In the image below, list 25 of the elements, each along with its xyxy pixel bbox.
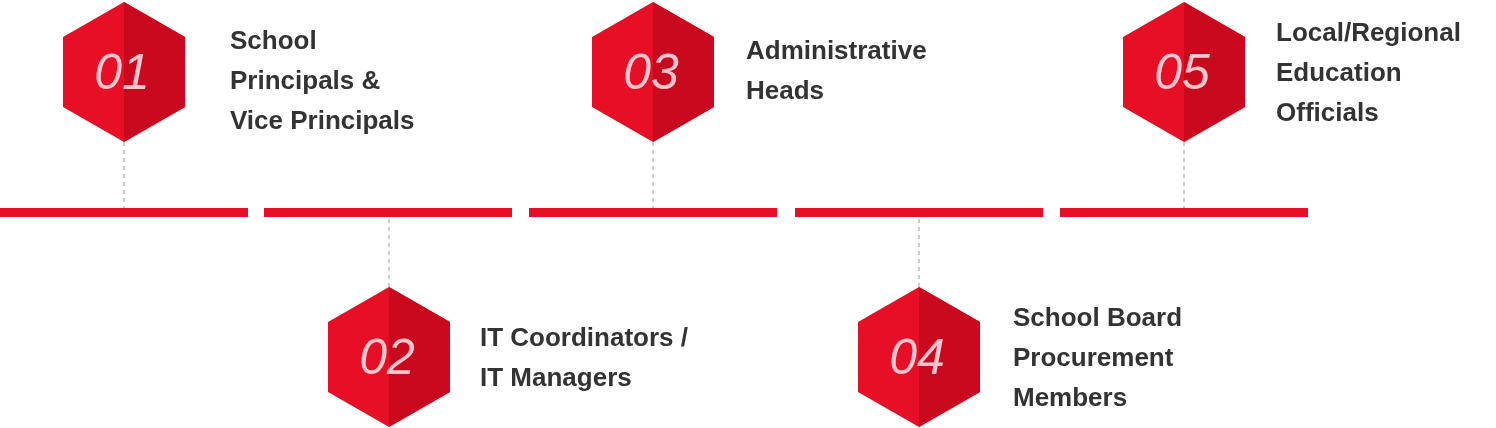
timeline-bar [529,208,777,217]
role-label: School Board Procurement Members [1013,301,1183,414]
dashed-connector [652,141,654,209]
step-number: 02 [359,332,416,382]
hexagon-badge [858,287,980,427]
role-label: Local/Regional Education Officials [1276,16,1462,129]
dashed-connector [123,141,125,209]
step-number: 01 [94,47,151,97]
step-number: 04 [889,332,946,382]
dashed-connector [1183,141,1185,209]
role-label: School Principals & Vice Principals [230,24,416,137]
timeline-bar [795,208,1043,217]
role-label: IT Coordinators / IT Managers [480,321,689,394]
hexagon-badge [592,2,714,142]
role-label: Administrative Heads [746,34,928,107]
hexagon-badge [1123,2,1245,142]
hexagon-badge [328,287,450,427]
hexagon-badge [63,2,185,142]
timeline-bar [264,208,512,217]
timeline-bar [0,208,248,217]
dashed-connector [388,216,390,288]
step-number: 05 [1154,47,1211,97]
dashed-connector [918,216,920,288]
timeline-bar [1060,208,1308,217]
step-number: 03 [623,47,680,97]
